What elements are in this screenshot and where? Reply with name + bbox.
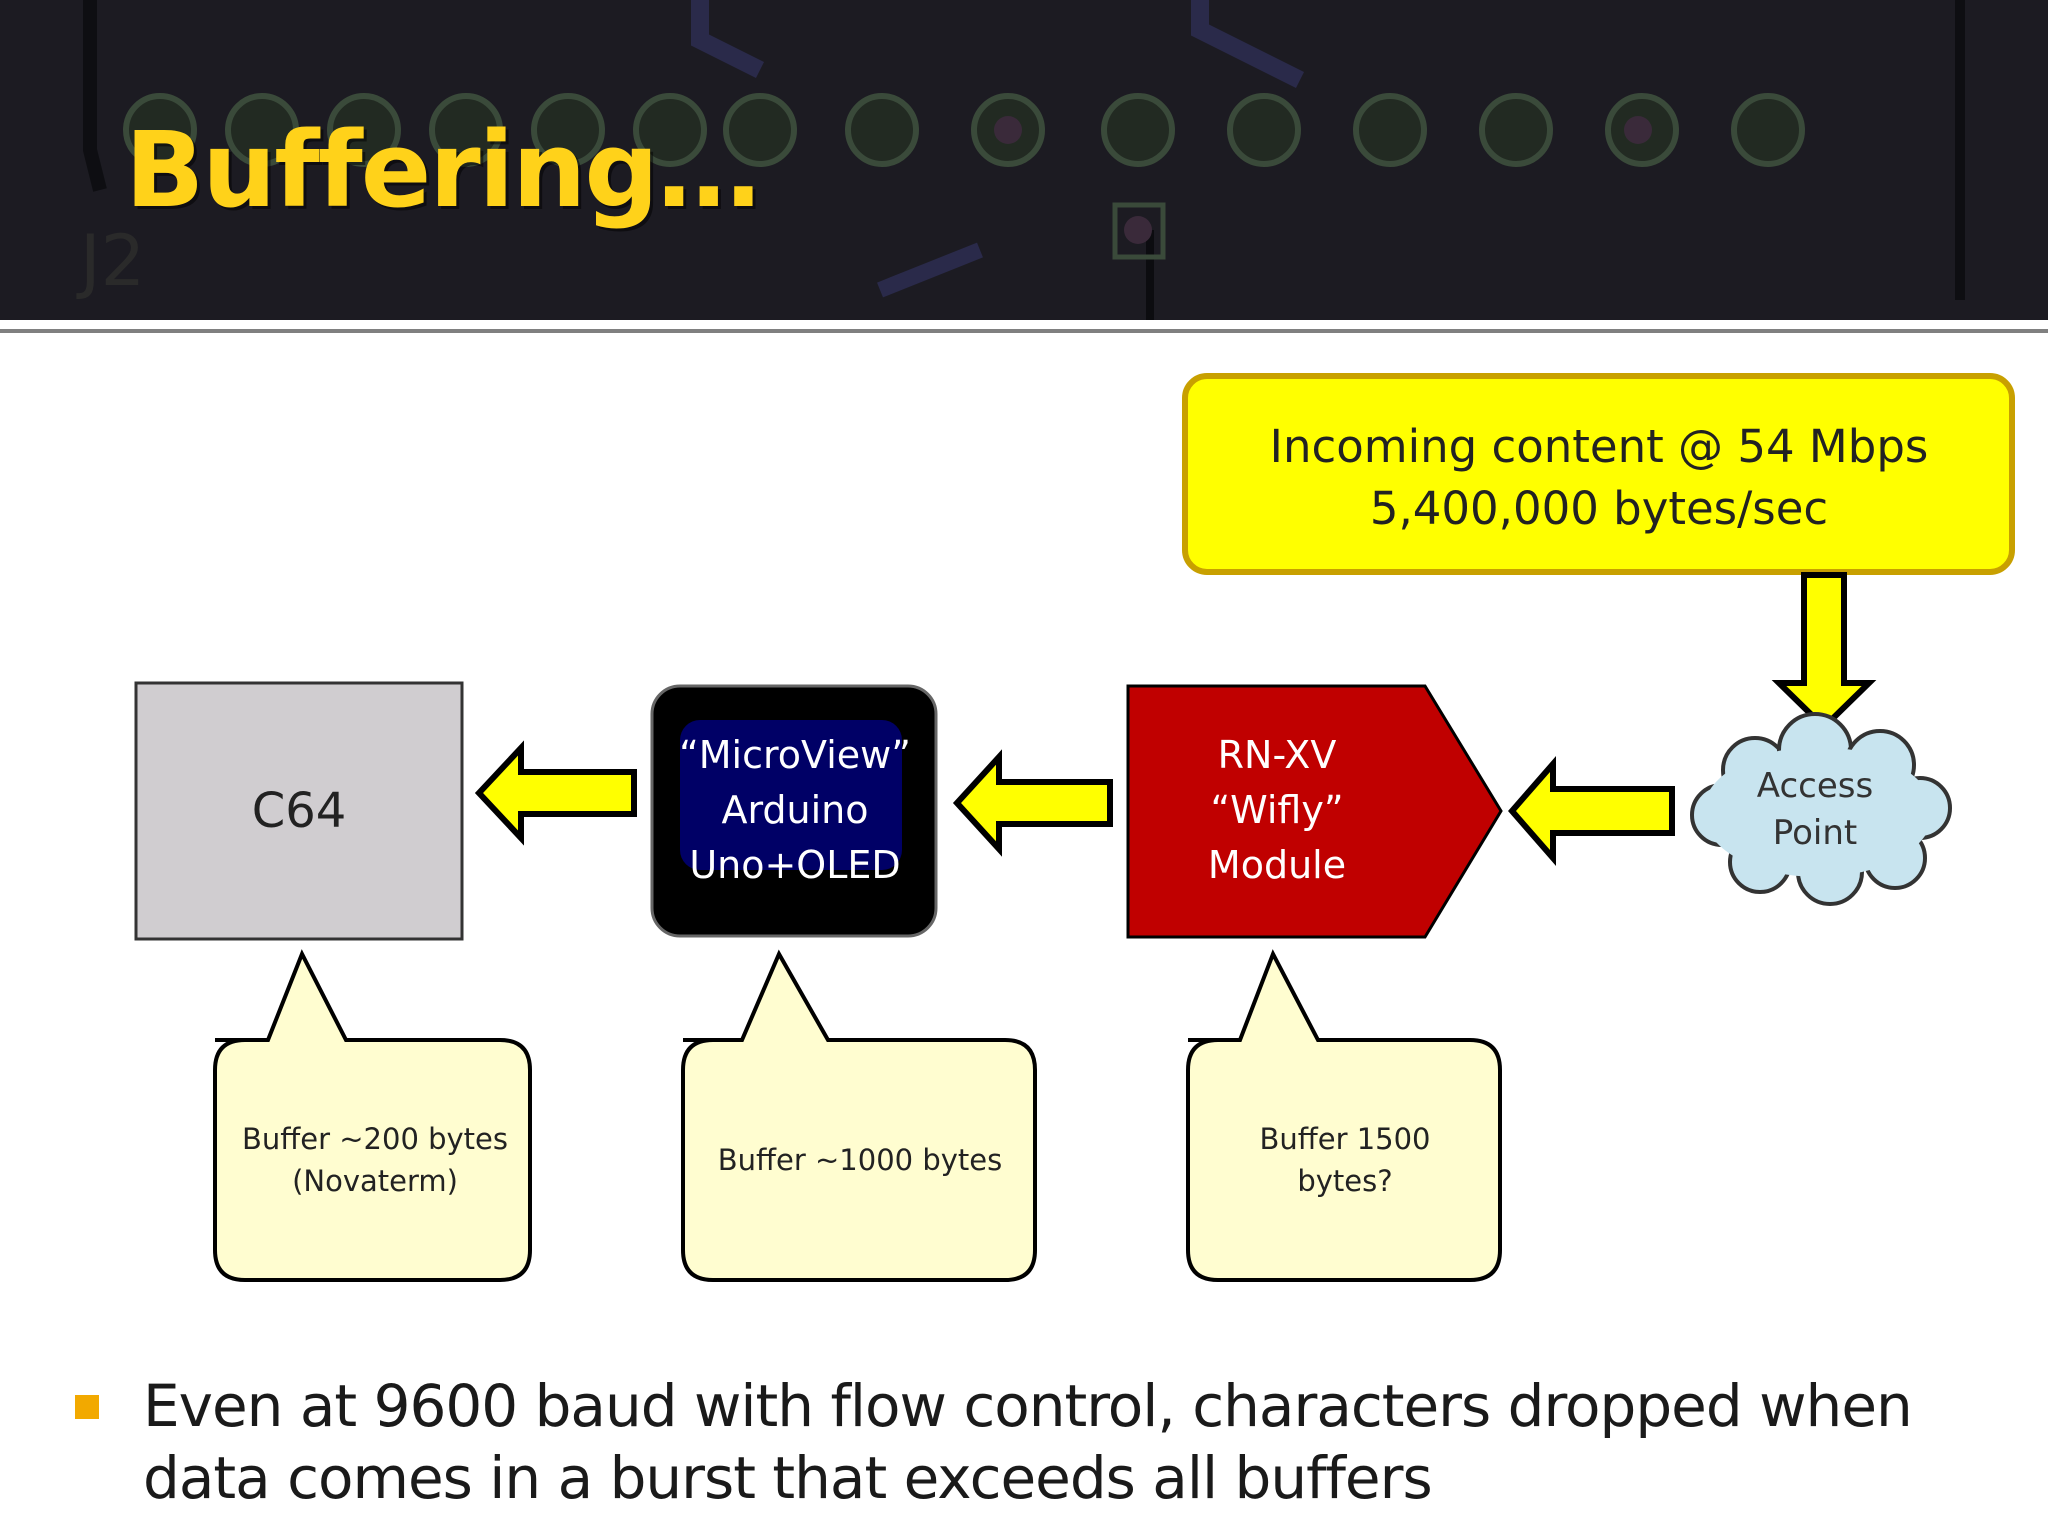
left-arrow-icon [952,749,1113,857]
buffer-microview-label: Buffer ~1000 bytes [717,1143,1003,1177]
incoming-content-label: Incoming content @ 54 Mbps 5,400,000 byt… [1269,419,1929,535]
oled-screen [680,720,902,870]
c64-label: C64 [251,783,347,839]
c64-box [134,681,464,941]
bullet-text: Even at 9600 baud with flow control, cha… [143,1372,1913,1512]
pcb-background-image: J2 [0,0,2048,320]
buffer-callout-rnxv [1186,949,1502,1282]
rnxv-module-label: RN-XV “Wifly” Module [1207,732,1347,887]
pcb-pads [123,93,1805,167]
slide-header: J2 Buffering… [0,0,2048,320]
microview-label: “MicroView” Arduino Uno+OLED [679,732,911,887]
buffer-rnxv-label: Buffer 1500 bytes? [1259,1122,1431,1198]
bullet-marker-icon [75,1395,99,1419]
buffer-callout-microview [681,949,1037,1282]
down-arrow-icon [1771,572,1877,732]
left-arrow-icon [1508,755,1675,867]
incoming-content-box [1182,373,2015,575]
header-divider [0,329,2048,333]
buffer-c64-label: Buffer ~200 bytes (Novaterm) [242,1122,508,1198]
buffer-callout-c64 [213,949,532,1282]
slide-title: Buffering… [125,109,761,231]
pcb-silkscreen-label: J2 [76,220,145,302]
rnxv-module-shape [1126,684,1503,939]
left-arrow-icon [474,740,637,846]
access-point-label: Access Point [1756,766,1874,853]
